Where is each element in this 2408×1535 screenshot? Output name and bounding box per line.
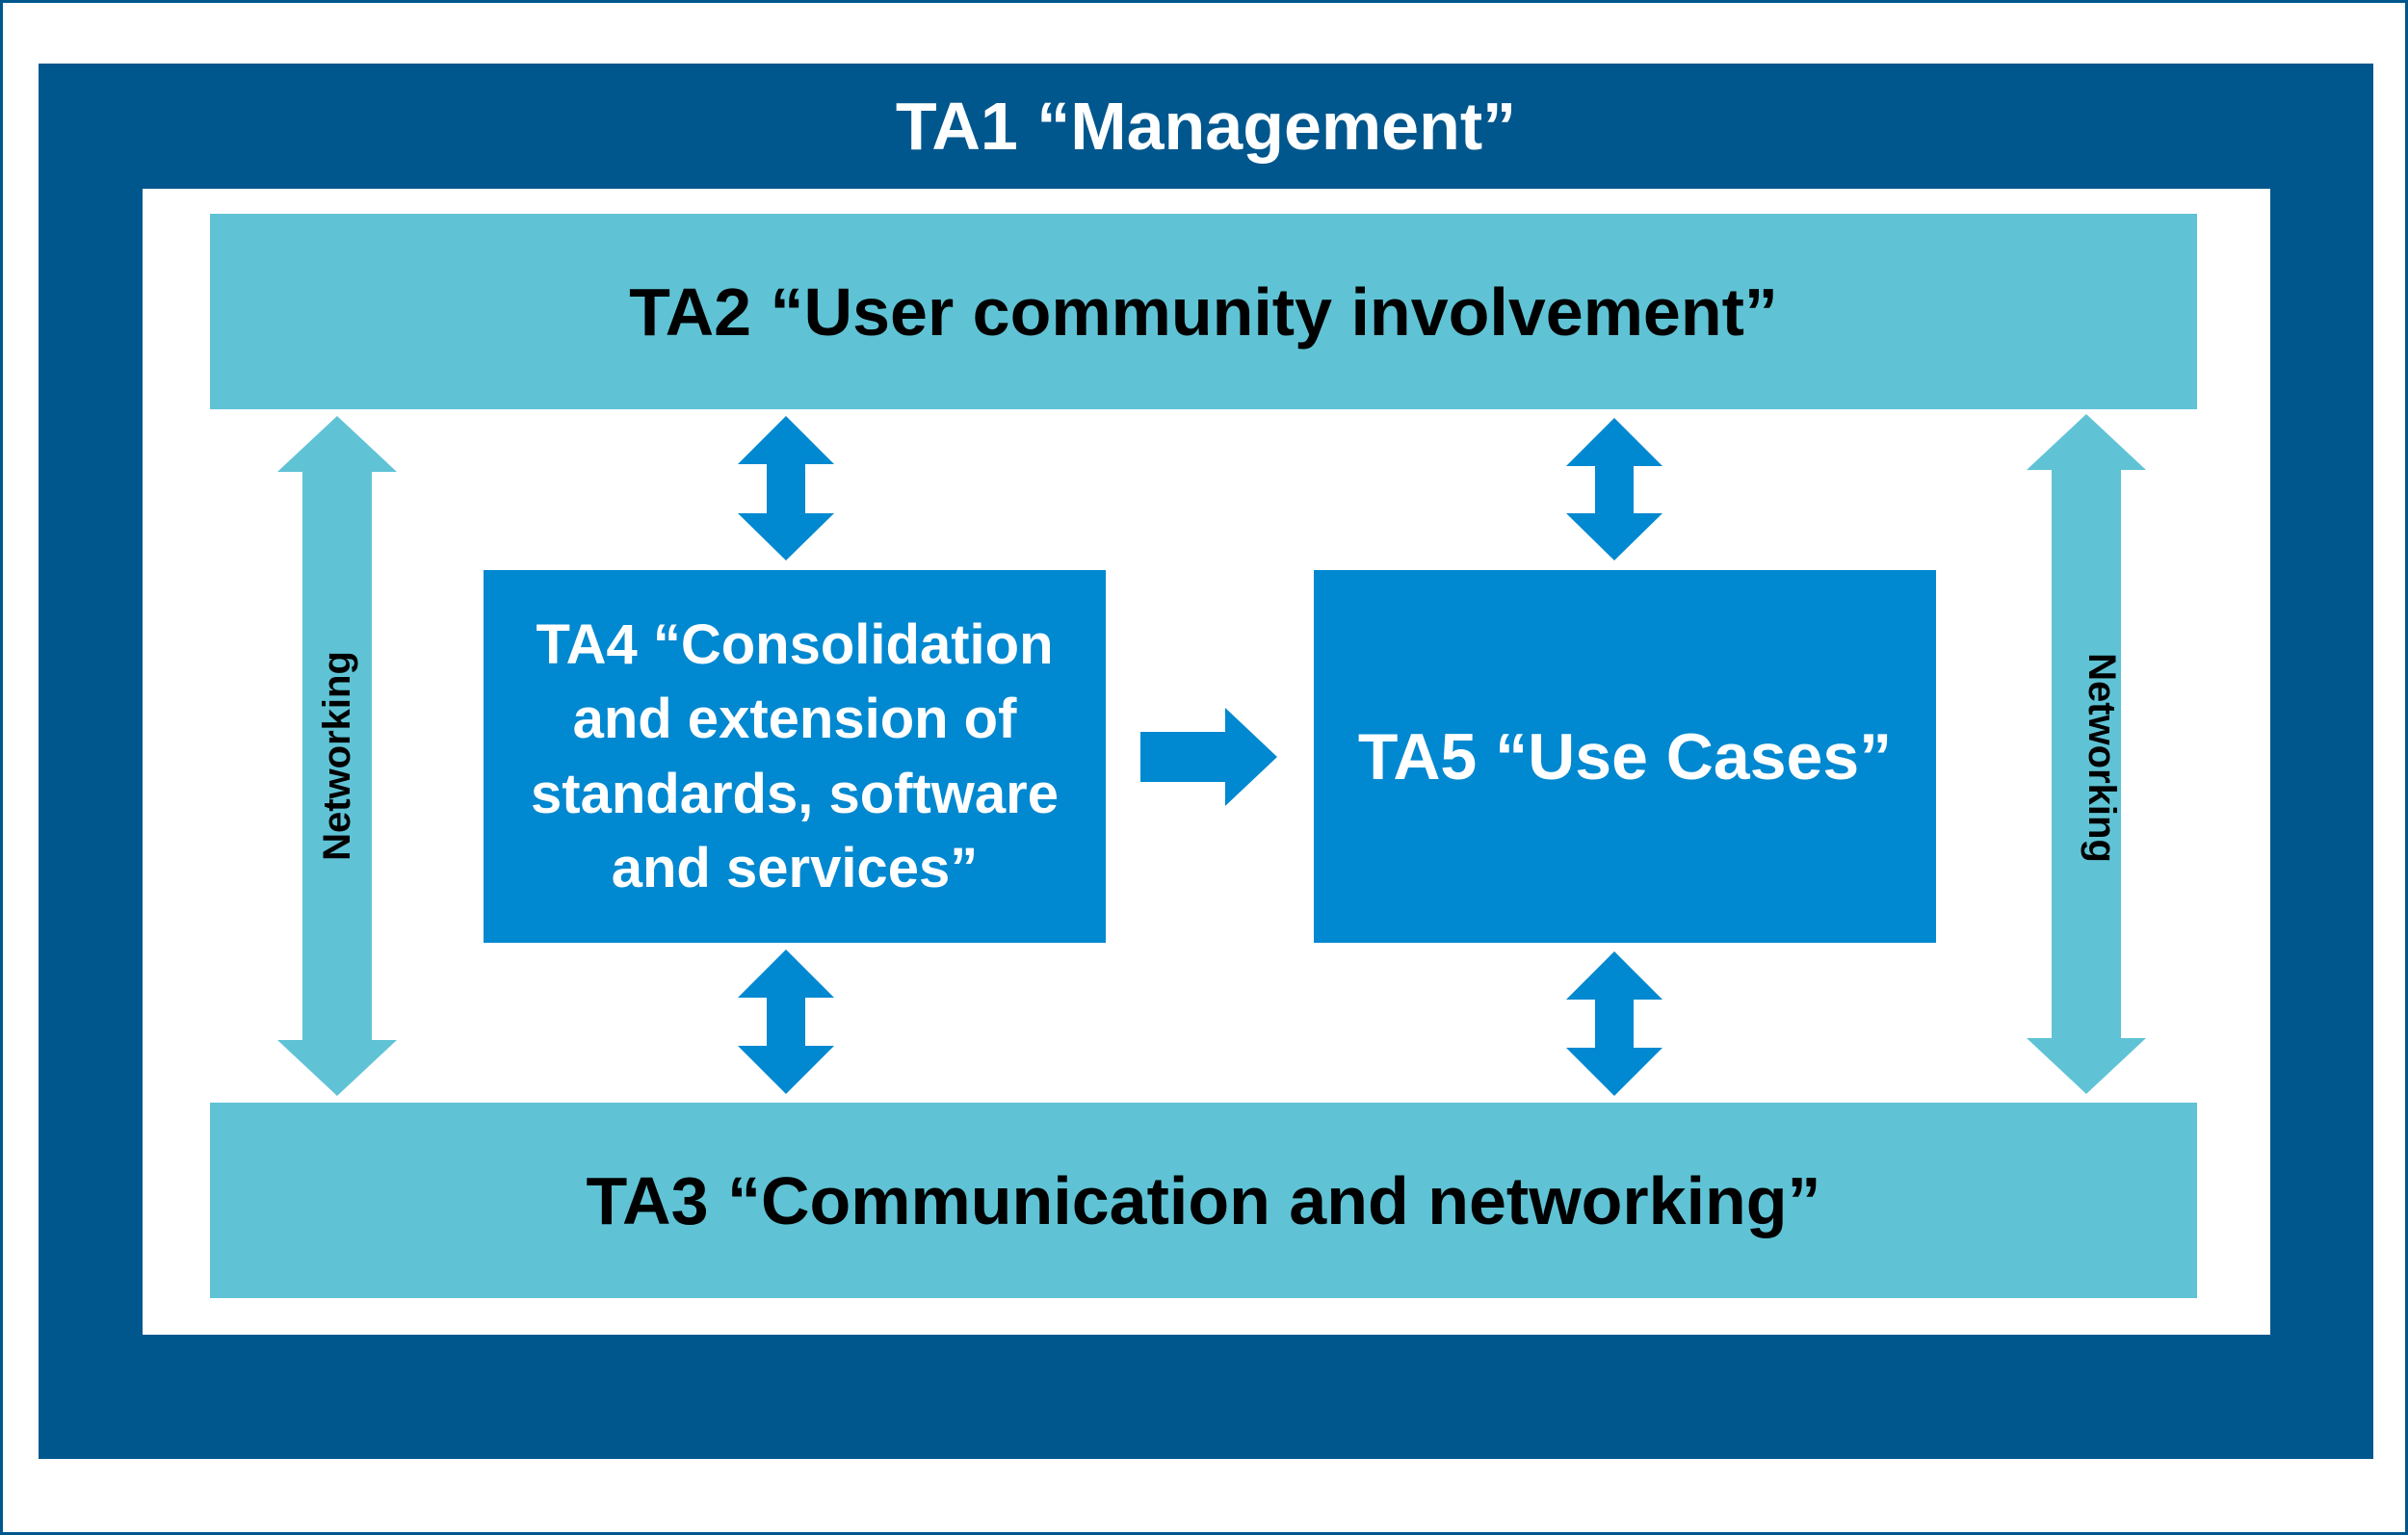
ta3-title: TA3 “Communication and networking” xyxy=(586,1162,1821,1238)
ta2-title: TA2 “User community involvement” xyxy=(629,273,1778,350)
ta4-line-4: and services” xyxy=(611,836,979,899)
arrow-ta2-ta4 xyxy=(738,416,834,560)
networking-label-right: Networking xyxy=(2081,653,2124,863)
networking-arrow-right xyxy=(2027,414,2146,1094)
ta4-line-3: standards, software xyxy=(531,762,1059,825)
ta5-use-cases-box: TA5 “Use Cases” xyxy=(1314,570,1936,943)
arrow-ta4-ta5 xyxy=(1140,708,1277,806)
arrow-ta5-ta3 xyxy=(1566,951,1662,1096)
networking-arrow-left xyxy=(277,416,397,1096)
ta4-title: TA4 “Consolidation and extension of stan… xyxy=(531,608,1059,905)
ta2-user-community-box: TA2 “User community involvement” xyxy=(210,214,2197,409)
ta3-communication-box: TA3 “Communication and networking” xyxy=(210,1103,2197,1298)
arrow-ta2-ta5 xyxy=(1566,418,1662,560)
ta1-title: TA1 “Management” xyxy=(895,89,1517,164)
arrow-ta4-ta3 xyxy=(738,950,834,1094)
ta5-title: TA5 “Use Cases” xyxy=(1357,719,1893,794)
ta4-consolidation-box: TA4 “Consolidation and extension of stan… xyxy=(484,570,1106,943)
ta4-line-1: TA4 “Consolidation xyxy=(536,613,1054,677)
ta4-line-2: and extension of xyxy=(572,688,1017,751)
networking-label-left: Networking xyxy=(315,651,358,861)
